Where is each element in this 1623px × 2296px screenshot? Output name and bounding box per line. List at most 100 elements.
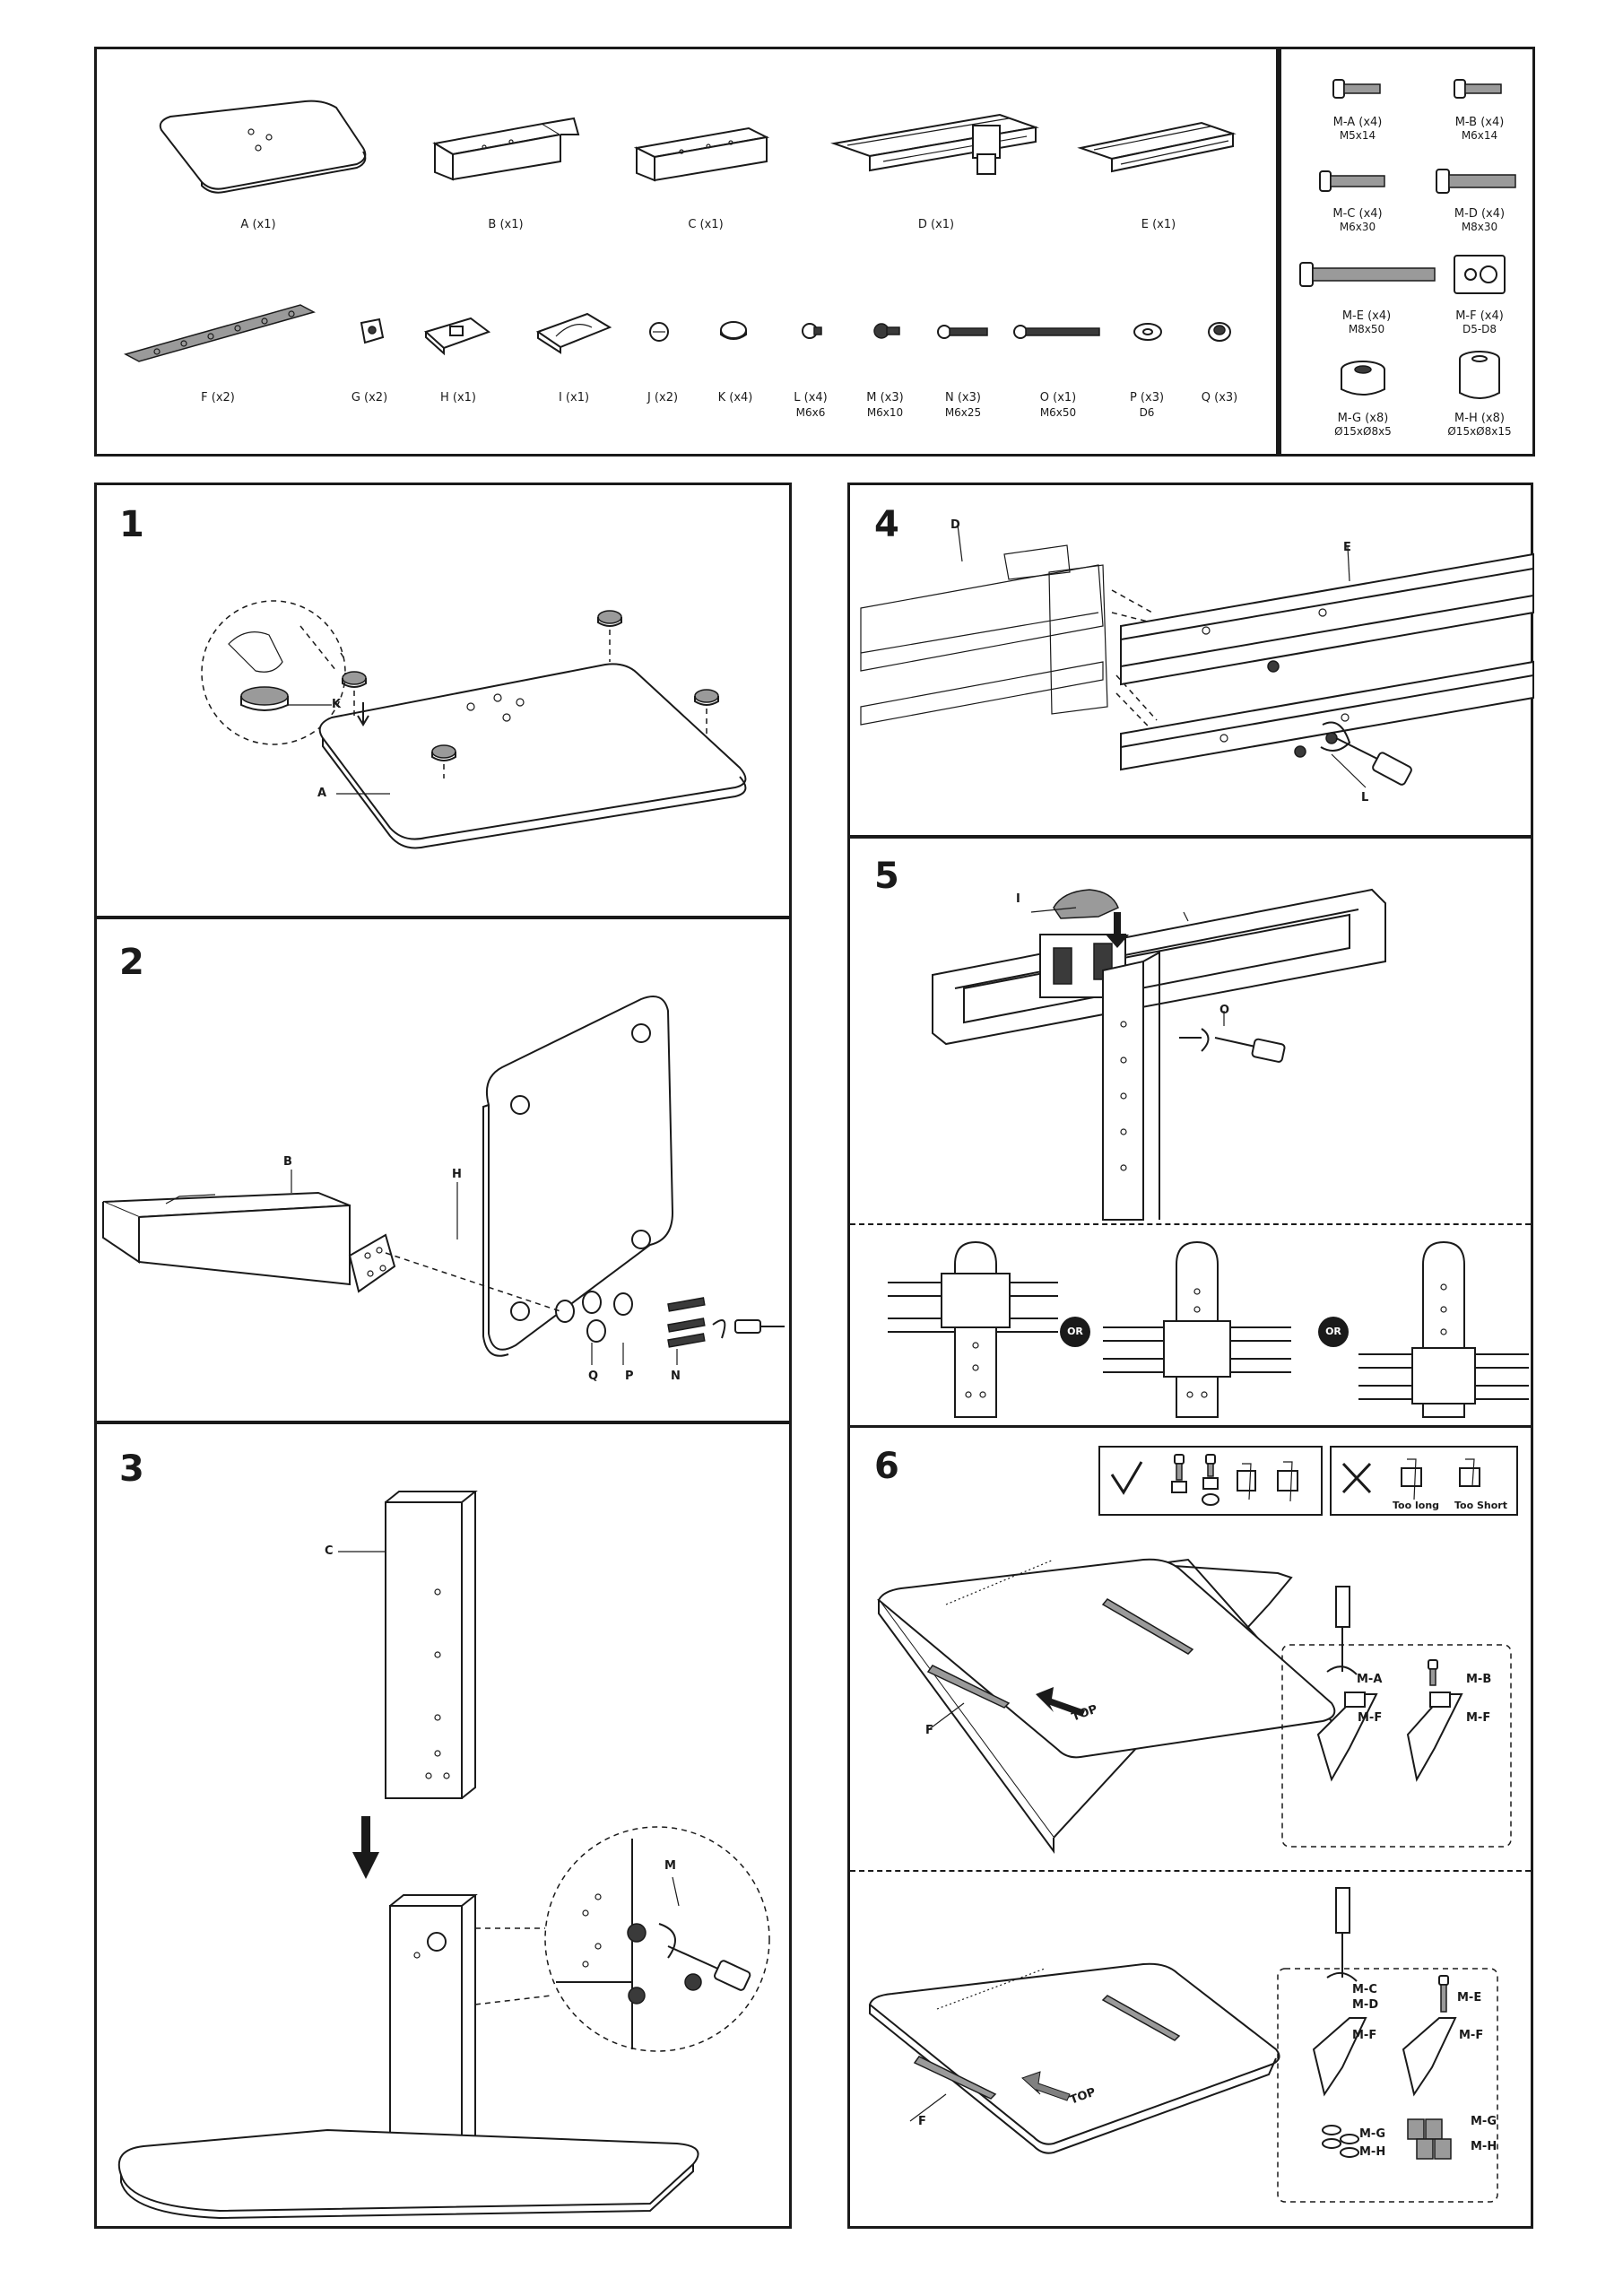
hw-mg-label: M-G (x8) Ø15xØ8x5 <box>1334 412 1392 439</box>
part-a-plate-illustration <box>159 100 367 194</box>
step-6-upper-callout-f: F <box>925 1724 933 1737</box>
part-m-label: M (x3) M6x10 <box>866 391 903 420</box>
hw-mc-screw-illustration <box>1319 170 1385 192</box>
step-6-upper-callout-mb: M-B <box>1466 1673 1492 1686</box>
step-6-lower-callout-md: M-D <box>1352 1998 1379 2012</box>
part-p-name: P (x3) <box>1129 391 1165 404</box>
part-k-foot-pad-illustration <box>720 321 747 340</box>
hw-ma-label: M-A (x4) M5x14 <box>1333 116 1383 143</box>
step-6-lower-callout-mf-2: M-F <box>1459 2029 1484 2042</box>
step-6-incorrect-legend-art <box>1341 1458 1480 1500</box>
part-i-cap-illustration <box>535 312 612 354</box>
step-6-too-long-label: Too long <box>1393 1500 1440 1511</box>
hw-mb-screw-illustration <box>1454 79 1502 99</box>
hw-ma-name: M-A (x4) <box>1332 116 1383 129</box>
hw-mh-label: M-H (x8) Ø15xØ8x15 <box>1447 412 1511 439</box>
part-d-label: D (x1) <box>917 218 955 231</box>
step-6-upper-tv-illustration <box>877 1558 1512 1855</box>
part-j-knob-illustration <box>649 322 669 342</box>
part-i-label: I (x1) <box>558 391 590 404</box>
step-5-number: 5 <box>874 856 899 897</box>
part-k-label: K (x4) <box>717 391 753 404</box>
part-e-label: E (x1) <box>1141 218 1176 231</box>
hw-md-name: M-D (x4) <box>1454 207 1506 221</box>
hw-me-screw-illustration <box>1299 262 1436 287</box>
hw-me-size: M8x50 <box>1348 323 1385 335</box>
part-q-label: Q (x3) <box>1201 391 1238 404</box>
part-n-name: N (x3) <box>945 391 981 404</box>
hw-mh-spacer-illustration <box>1459 351 1500 399</box>
hw-mc-size: M6x30 <box>1339 221 1376 233</box>
hw-mh-size: Ø15xØ8x15 <box>1447 425 1512 438</box>
hw-me-label: M-E (x4) M8x50 <box>1342 309 1391 336</box>
hw-mg-size: Ø15xØ8x5 <box>1334 425 1392 438</box>
part-o-bolt-illustration <box>1013 325 1100 339</box>
step-6-correct-legend-art <box>1110 1454 1298 1506</box>
hw-mh-name: M-H (x8) <box>1454 412 1505 425</box>
part-g-small-bracket-illustration <box>360 317 385 344</box>
part-o-name: O (x1) <box>1039 391 1077 404</box>
step-2-callout-b: B <box>283 1155 292 1169</box>
step-6-lower-callout-mg-1: M-G <box>1359 2127 1386 2141</box>
part-c-upper-column-illustration <box>633 126 770 182</box>
step-3-illustration <box>117 1491 770 2220</box>
hw-mf-name: M-F (x4) <box>1455 309 1504 323</box>
hw-mf-size: D5-D8 <box>1462 323 1497 335</box>
step-6-lower-callout-f: F <box>918 2115 926 2128</box>
part-m-size: M6x10 <box>866 406 904 419</box>
part-l-label: L (x4) M6x6 <box>794 391 827 420</box>
part-c-label: C (x1) <box>688 218 724 231</box>
step-3-callout-m: M <box>664 1859 676 1873</box>
step-5-illustration <box>932 888 1386 1221</box>
part-d-mounting-bracket-illustration <box>830 113 1039 175</box>
part-n-size: M6x25 <box>944 406 982 419</box>
step-2-callout-h: H <box>452 1168 462 1181</box>
part-p-washer-illustration <box>1133 323 1162 341</box>
step-5-option-low <box>1358 1240 1529 1418</box>
hw-md-screw-illustration <box>1436 169 1516 194</box>
step-5-callout-o: O <box>1219 1004 1230 1017</box>
part-m-name: M (x3) <box>866 391 904 404</box>
step-6-upper-callout-mf-1: M-F <box>1358 1711 1383 1725</box>
part-f-tv-arm-illustration <box>124 304 316 362</box>
hw-mc-name: M-C (x4) <box>1332 207 1383 221</box>
part-m-screw-illustration <box>873 323 900 339</box>
part-b-base-column-illustration <box>432 117 580 181</box>
step-6-lower-callout-mf-1: M-F <box>1352 2029 1377 2042</box>
step-5-divider <box>850 1223 1531 1225</box>
part-q-spacer-illustration <box>1208 322 1231 342</box>
step-2-callout-p: P <box>625 1370 634 1383</box>
part-e-rail-illustration <box>1077 121 1237 173</box>
step-1-illustration <box>201 600 747 849</box>
part-a-label: A (x1) <box>240 218 276 231</box>
hw-mg-spacer-illustration <box>1341 361 1385 396</box>
part-n-label: N (x3) M6x25 <box>945 391 981 420</box>
step-4-illustration <box>860 524 1534 788</box>
hw-mf-label: M-F (x4) D5-D8 <box>1455 309 1504 336</box>
part-l-size: M6x6 <box>795 406 826 419</box>
step-6-upper-callout-ma: M-A <box>1357 1673 1383 1686</box>
step-6-lower-callout-mg-2: M-G <box>1471 2115 1497 2128</box>
step-4-callout-e: E <box>1343 541 1351 554</box>
hw-mg-name: M-G (x8) <box>1337 412 1389 425</box>
step-6-divider <box>850 1870 1531 1872</box>
step-2-illustration <box>102 996 785 1365</box>
hw-mc-label: M-C (x4) M6x30 <box>1332 207 1382 234</box>
step-6-lower-tv-illustration <box>868 1887 1498 2203</box>
step-6-upper-callout-mf-2: M-F <box>1466 1711 1491 1725</box>
step-5-callout-i: I <box>1016 892 1020 906</box>
step-2-number: 2 <box>119 942 144 983</box>
part-n-screw-illustration <box>937 325 988 339</box>
hw-ma-size: M5x14 <box>1339 129 1376 142</box>
step-6-lower-callout-mc: M-C <box>1352 1983 1377 1996</box>
step-6-lower-callout-me: M-E <box>1457 1991 1482 2005</box>
part-o-size: M6x50 <box>1039 406 1077 419</box>
hw-mb-name: M-B (x4) <box>1454 116 1505 129</box>
step-6-too-short-label: Too Short <box>1454 1500 1507 1511</box>
part-p-label: P (x3) D6 <box>1130 391 1164 420</box>
hw-mb-size: M6x14 <box>1461 129 1498 142</box>
part-l-screw-illustration <box>802 323 822 339</box>
part-j-label: J (x2) <box>647 391 679 404</box>
step-1-callout-a: A <box>317 787 327 800</box>
step-5-or-badge-1: OR <box>1060 1317 1090 1347</box>
